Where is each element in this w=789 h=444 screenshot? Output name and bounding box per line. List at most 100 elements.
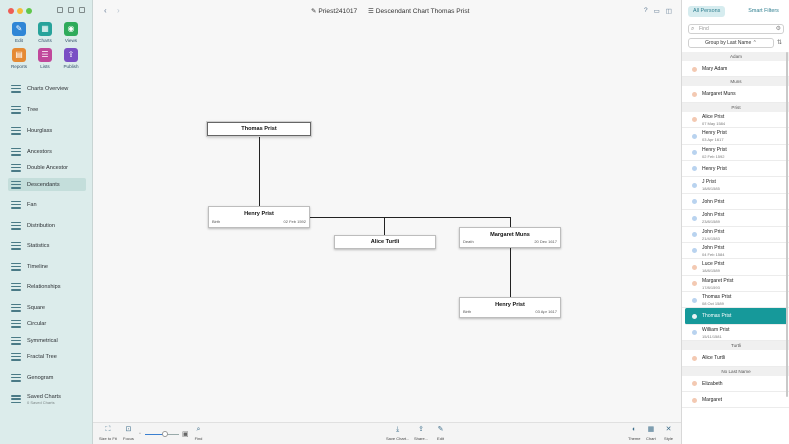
- sidebar-item-relationships[interactable]: Relationships: [8, 280, 86, 293]
- sidebar-item-sub: 0 Saved Charts: [27, 399, 55, 405]
- tool-edit-button[interactable]: ✎Edit: [6, 22, 32, 43]
- sidebar-item-genogram[interactable]: Genogram: [8, 371, 86, 384]
- sidebar-item-label: Circular: [27, 321, 46, 327]
- sidebar-item-fractal-tree[interactable]: Fractal Tree: [8, 350, 86, 363]
- sidebar-item-label: Charts Overview: [27, 86, 68, 92]
- zoom-window-button[interactable]: [26, 8, 32, 14]
- tool-reports-button[interactable]: ▤Reports: [6, 48, 32, 69]
- save-chart-button[interactable]: ⤓ Save Chart...: [386, 426, 409, 441]
- sex-indicator-icon: [692, 281, 697, 287]
- edit-button[interactable]: ✎ Edit: [436, 426, 445, 441]
- sidebar-item-charts-overview[interactable]: Charts Overview: [8, 82, 86, 95]
- size-to-fit-button[interactable]: ⛶ Size to Fit: [99, 426, 117, 441]
- window-icon[interactable]: ▭: [653, 8, 660, 15]
- theme-button[interactable]: ◐ Theme: [628, 426, 640, 441]
- tool-lists-button[interactable]: ☰Lists: [32, 48, 58, 69]
- tool-publish-button[interactable]: ⇪Publish: [58, 48, 84, 69]
- find-button[interactable]: ⌕ Find: [194, 426, 203, 441]
- help-icon[interactable]: ?: [644, 7, 648, 14]
- person-list-scrollbar[interactable]: [786, 52, 788, 397]
- history-icon[interactable]: [79, 7, 85, 13]
- minimize-window-button[interactable]: [17, 8, 23, 14]
- list-item[interactable]: Thomas Prist: [685, 308, 787, 325]
- list-item[interactable]: Mary Adam: [682, 61, 789, 78]
- person-event: Death: [463, 239, 474, 244]
- zoom-fill: [145, 433, 166, 435]
- save-icon: ⤓: [396, 426, 400, 433]
- sidebar-item-descendants[interactable]: Descendants: [8, 178, 86, 191]
- zoom-in-icon[interactable]: ▣: [182, 431, 189, 438]
- sort-icon[interactable]: ⇅: [777, 40, 783, 46]
- tool-charts-button[interactable]: ▦Charts: [32, 22, 58, 43]
- zoom-knob[interactable]: [162, 431, 169, 437]
- timeline-icon: [11, 262, 21, 271]
- chart-canvas[interactable]: Thomas Prist Henry Prist Birth 02 Feb 15…: [93, 22, 681, 422]
- tool-label: Views: [64, 38, 78, 43]
- tab-smart-filters[interactable]: Smart Filters: [748, 8, 779, 14]
- sidebar-item-distribution[interactable]: Distribution: [8, 219, 86, 232]
- sidebar-item-hourglass[interactable]: Hourglass: [8, 124, 86, 137]
- person-list-date: 23/8/1589: [702, 219, 720, 225]
- person-card-margaret-muns[interactable]: Margaret Muns Death 20 Dec 1617: [459, 227, 561, 248]
- person-card-henry-prist-2[interactable]: Henry Prist Birth 03 Apr 1617: [459, 297, 561, 318]
- search-options-icon[interactable]: ⚙: [775, 26, 781, 32]
- sidebar-item-ancestors[interactable]: Ancestors: [8, 145, 86, 158]
- sidebar-item-square[interactable]: Square: [8, 301, 86, 314]
- close-window-button[interactable]: [8, 8, 14, 14]
- attachment-icon[interactable]: [57, 7, 63, 13]
- style-button[interactable]: ✕ Style: [664, 426, 673, 441]
- sidebar-toggle-icon[interactable]: ◫: [665, 8, 672, 15]
- sidebar-item-label: Symmetrical: [27, 338, 58, 344]
- sidebar-item-symmetrical[interactable]: Symmetrical: [8, 334, 86, 347]
- zoom-out-icon[interactable]: ▫: [139, 431, 141, 437]
- tool-views-button[interactable]: ◉Views: [58, 22, 84, 43]
- tab-all-persons[interactable]: All Persons: [688, 6, 726, 17]
- sex-indicator-icon: [692, 355, 697, 361]
- sidebar-item-circular[interactable]: Circular: [8, 317, 86, 330]
- person-card-thomas-prist[interactable]: Thomas Prist: [207, 122, 311, 136]
- person-card-henry-prist[interactable]: Henry Prist Birth 02 Feb 1592: [208, 206, 310, 228]
- person-list-date: 21/4/1583: [702, 235, 720, 241]
- person-search-input[interactable]: ⌕ Find ⚙: [688, 24, 784, 34]
- list-item[interactable]: Margaret: [682, 392, 789, 409]
- bookmark-icon[interactable]: [68, 7, 74, 13]
- list-item[interactable]: Margaret Muns: [682, 86, 789, 103]
- sidebar-item-double-ancestor[interactable]: Double Ancestor: [8, 161, 86, 174]
- list-item[interactable]: Elizabeth: [682, 376, 789, 393]
- person-list-date: 17/8/1593: [702, 284, 720, 290]
- list-item[interactable]: Henry Prist: [682, 161, 789, 178]
- sidebar-item-fan[interactable]: Fan: [8, 198, 86, 211]
- list-item[interactable]: John Prist: [682, 194, 789, 211]
- sidebar-item-label: Genogram: [27, 375, 53, 381]
- list-item[interactable]: Alice Turtli: [682, 350, 789, 367]
- sidebar-item-tree[interactable]: Tree: [8, 103, 86, 116]
- back-arrow-icon[interactable]: ‹: [104, 6, 107, 15]
- forward-arrow-icon[interactable]: ›: [117, 6, 120, 15]
- person-list-name: John Prist: [702, 212, 725, 219]
- sex-indicator-icon: [692, 215, 697, 221]
- share-button[interactable]: ⇪ Share...: [414, 426, 428, 441]
- sidebar-item-statistics[interactable]: Statistics: [8, 239, 86, 252]
- person-name: Alice Turtli: [370, 239, 400, 245]
- person-list-name: Luce Prist: [702, 261, 725, 268]
- sidebar-item-timeline[interactable]: Timeline: [8, 260, 86, 273]
- zoom-slider[interactable]: ▫ ▣: [139, 430, 189, 438]
- sidebar-item-label: Distribution: [27, 223, 55, 229]
- group-by-select[interactable]: Group by Last Name ⌃: [688, 38, 774, 48]
- chart-settings-button[interactable]: ▦ Chart: [646, 426, 656, 441]
- group-header: No Last Name: [682, 366, 789, 376]
- focus-button[interactable]: ⊡ Focus: [123, 426, 134, 441]
- person-card-alice-turtli[interactable]: Alice Turtli: [334, 235, 436, 249]
